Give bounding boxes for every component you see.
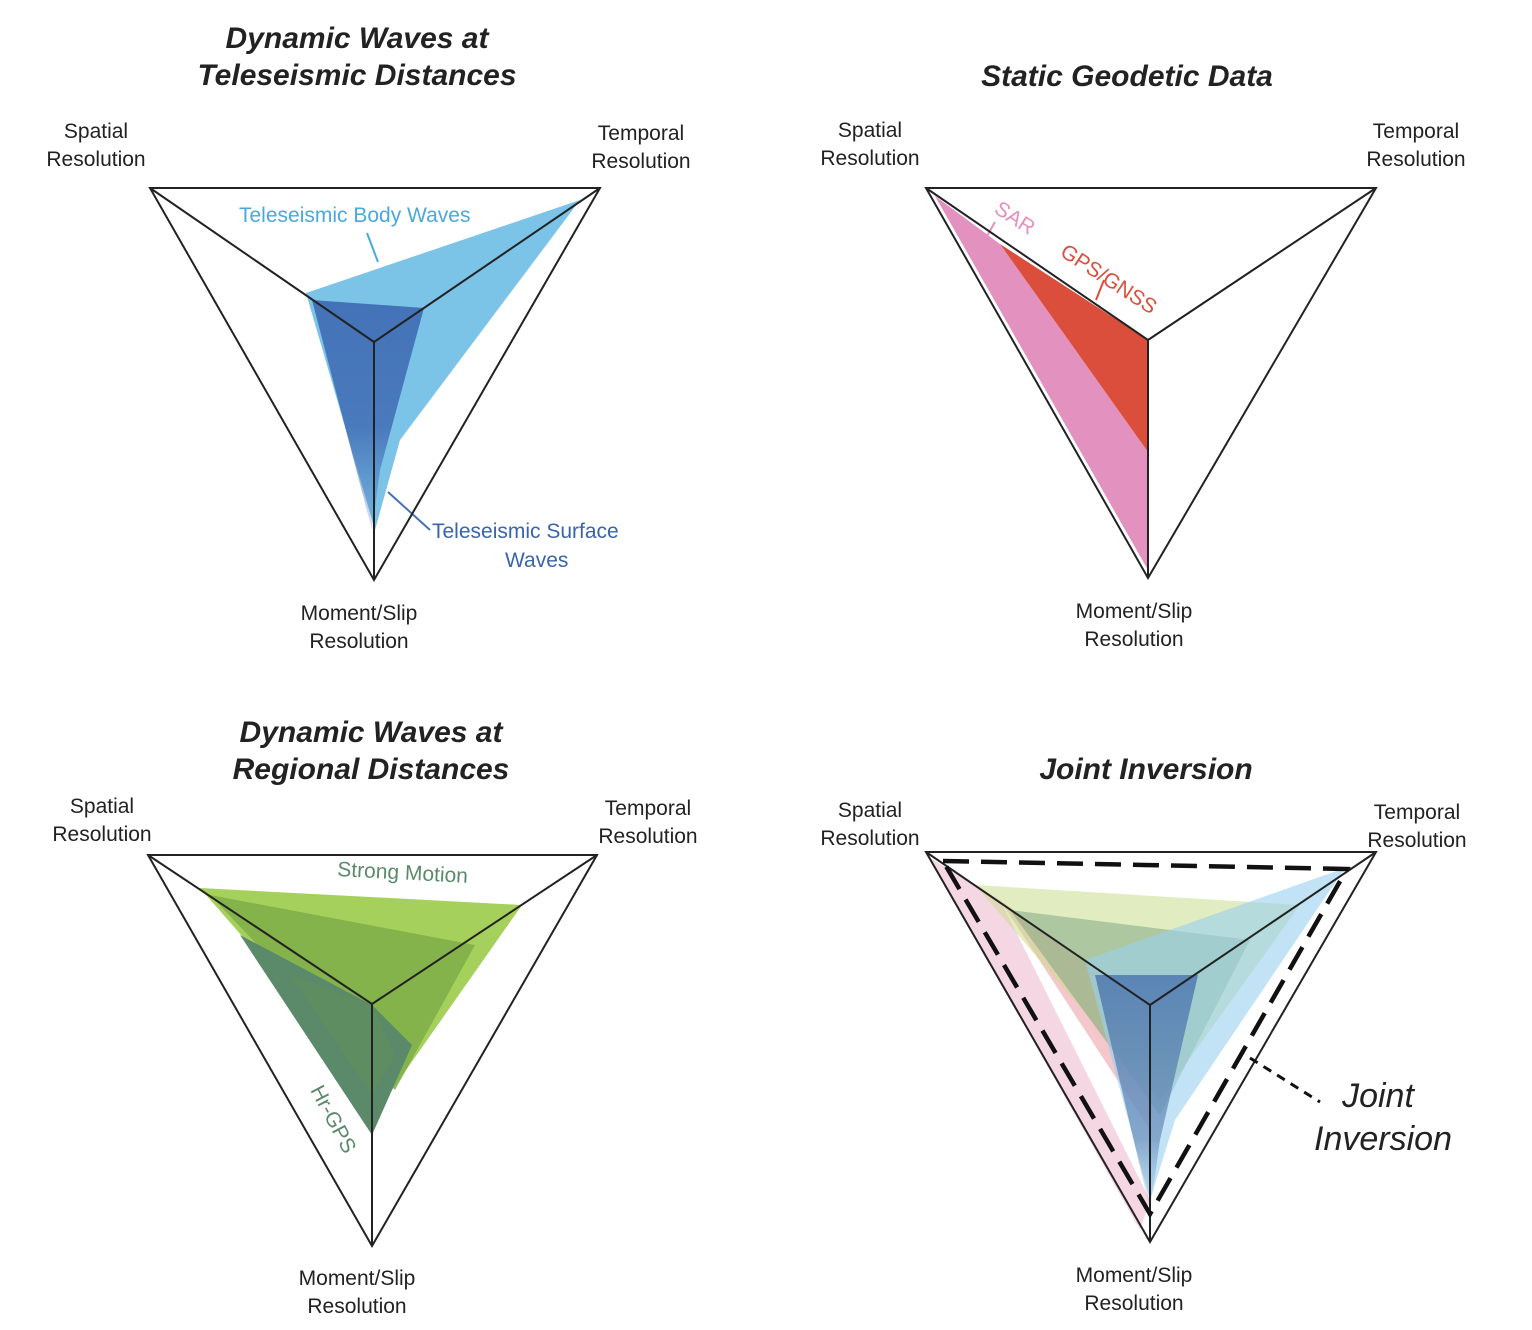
geodetic-gps-region xyxy=(1000,244,1148,452)
geodetic-sar-region xyxy=(935,196,1148,570)
joint-sar-region xyxy=(930,858,1150,1230)
regional-triangle xyxy=(146,854,599,1249)
tele-surface-waves-label-2: Waves xyxy=(505,549,568,572)
tele-spoke xyxy=(149,187,375,343)
tele-triangle xyxy=(148,187,602,583)
tele-surface-waves-label-1: Teleseismic Surface xyxy=(432,520,619,543)
joint-label-2: Inversion xyxy=(1314,1120,1452,1158)
geodetic-shapes: SAR GPS/GNSS xyxy=(924,187,1378,581)
joint-pointer xyxy=(1249,1056,1321,1104)
joint-surface-waves-region xyxy=(1095,975,1198,1210)
joint-spoke xyxy=(1149,851,1377,1006)
regional-strong-motion-label: Strong Motion xyxy=(337,858,469,888)
geodetic-title: Static Geodetic Data xyxy=(981,60,1273,93)
regional-shapes: Strong Motion Hr-GPS xyxy=(146,854,599,1249)
tele-shapes: Teleseismic Body Waves Teleseismic Surfa… xyxy=(148,187,619,583)
geodetic-sar-label: SAR xyxy=(990,197,1039,240)
joint-title: Joint Inversion xyxy=(1039,753,1253,786)
geodetic-gps-pointer xyxy=(1095,279,1105,301)
tele-body-waves-label: Teleseismic Body Waves xyxy=(239,204,470,227)
tele-spoke xyxy=(373,187,601,343)
joint-spoke xyxy=(925,851,1151,1006)
tele-surface-pointer xyxy=(387,491,431,531)
geodetic-spoke xyxy=(925,187,1149,341)
regional-spoke xyxy=(147,854,373,1005)
tele-body-pointer xyxy=(366,232,379,263)
regional-spoke xyxy=(371,854,598,1005)
joint-envelope-dashed xyxy=(939,858,1351,1219)
geodetic-spoke xyxy=(1147,187,1377,341)
joint-label-1: Joint xyxy=(1341,1077,1415,1115)
joint-triangle xyxy=(924,851,1378,1245)
tele-surface-waves-region xyxy=(312,300,424,530)
regional-hr-gps-top xyxy=(290,975,395,1095)
geodetic-sar-pointer xyxy=(986,221,996,237)
geodetic-triangle xyxy=(924,187,1378,581)
joint-shapes: Joint Inversion xyxy=(924,851,1452,1245)
